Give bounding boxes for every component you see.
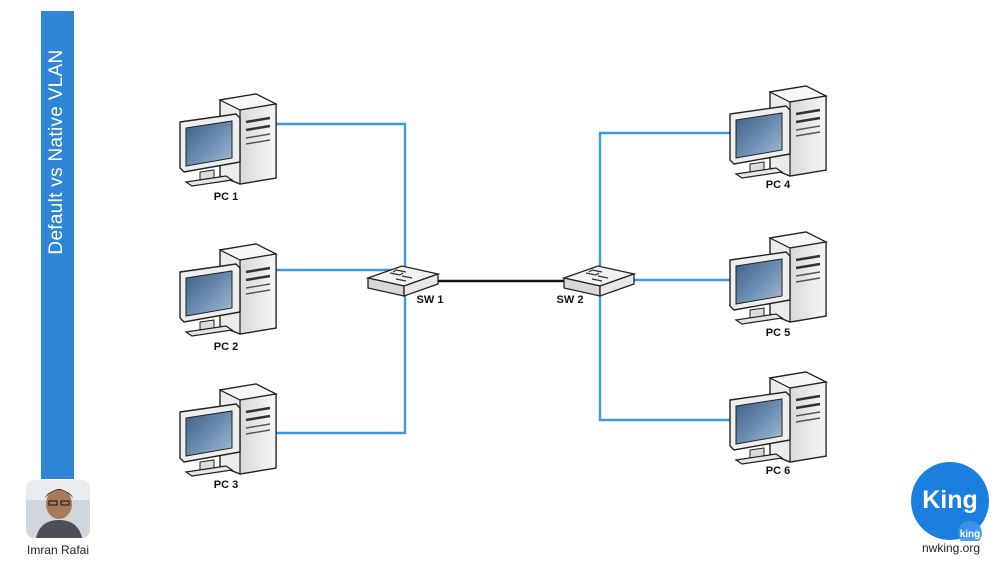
presenter-name: Imran Rafai: [26, 543, 90, 557]
switch-node: SW 1: [367, 265, 444, 306]
desktop-computer-icon: [728, 84, 828, 180]
desktop-computer-icon: [728, 370, 828, 466]
pc-label: PC 1: [214, 191, 238, 203]
pc-node: PC 5: [728, 230, 828, 339]
desktop-computer-icon: [178, 242, 278, 338]
brand-logo-badge: king: [960, 529, 981, 540]
pc-label: PC 6: [766, 465, 790, 477]
pc-node: PC 6: [728, 370, 828, 477]
pc-label: PC 5: [766, 327, 790, 339]
switch-label: SW 1: [417, 294, 444, 306]
access-link: [276, 122, 407, 276]
brand-logo-text: King: [922, 486, 978, 514]
pc-node: PC 2: [178, 242, 278, 353]
pc-node: PC 3: [178, 382, 278, 491]
switch-node: SW 2: [557, 265, 635, 306]
switch-label: SW 2: [557, 294, 584, 306]
brand-logo: King king: [910, 461, 990, 545]
pc-node: PC 4: [728, 84, 828, 191]
pc-label: PC 3: [214, 479, 238, 491]
access-link: [276, 276, 407, 435]
brand-site: nwking.org: [921, 541, 981, 555]
pc-node: PC 1: [178, 92, 278, 203]
access-link: [598, 131, 730, 276]
title-sidebar: [41, 11, 74, 479]
desktop-computer-icon: [178, 382, 278, 478]
presenter-photo: [26, 480, 90, 538]
network-switch-icon: [563, 265, 635, 297]
presenter-avatar: [26, 480, 90, 538]
pc-label: PC 4: [766, 179, 791, 191]
access-link: [598, 276, 730, 422]
brand-logo-icon: King king: [911, 462, 989, 545]
nodes-layer: PC 1 PC 2 PC 3 PC 4 PC 5 PC 6 SW 1 SW 2: [178, 84, 828, 491]
pc-label: PC 2: [214, 341, 238, 353]
desktop-computer-icon: [178, 92, 278, 188]
links-layer: [276, 122, 730, 435]
desktop-computer-icon: [728, 230, 828, 326]
